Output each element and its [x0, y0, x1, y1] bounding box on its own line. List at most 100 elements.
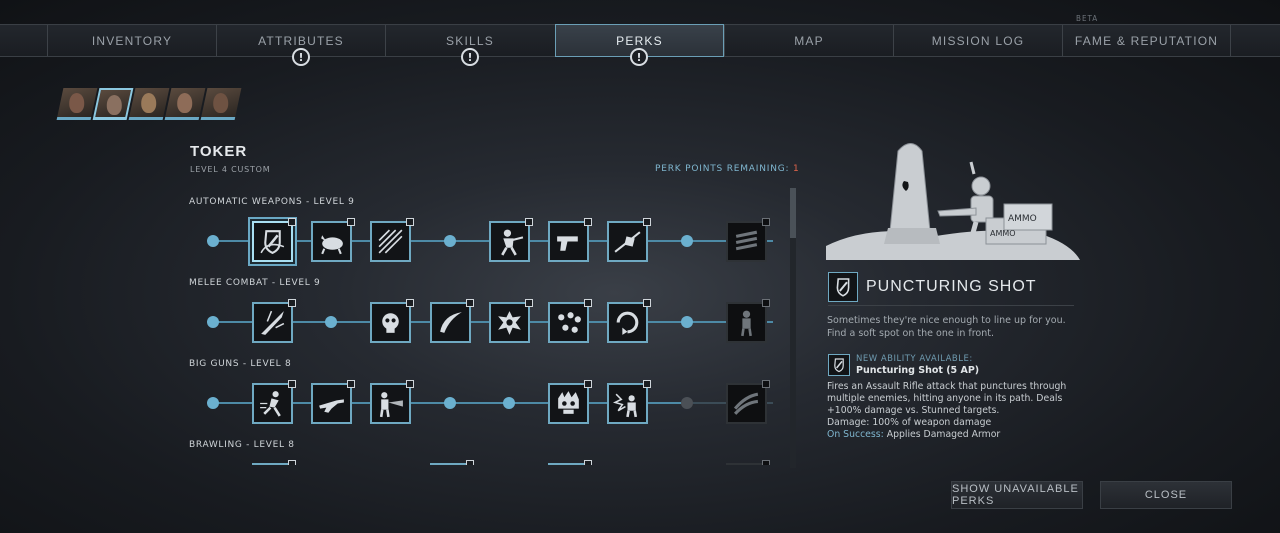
perk-locked-rockets[interactable] — [726, 380, 770, 424]
flamethrower-soldier-icon — [379, 392, 403, 418]
locked-bullets-icon — [735, 230, 758, 251]
skills-alert-icon: ! — [461, 48, 479, 66]
squad-portraits — [56, 88, 242, 120]
show-unavailable-perks-button[interactable]: SHOW UNAVAILABLE PERKS — [951, 481, 1083, 509]
tab-map[interactable]: MAP — [724, 25, 893, 56]
tab-fame-reputation[interactable]: FAME & REPUTATION — [1062, 25, 1231, 56]
explosion-gunner-icon — [612, 393, 638, 418]
perk-skull-burst[interactable] — [370, 299, 414, 343]
bullet-spray-icon — [378, 229, 403, 254]
perk-node-dot — [207, 397, 219, 409]
character-level: LEVEL 4 CUSTOM — [190, 165, 271, 174]
perk-charging-bull[interactable] — [311, 218, 355, 262]
perk-points-label: PERK POINTS REMAINING: — [655, 164, 790, 174]
perk-node-dot — [325, 316, 337, 328]
perk-gunner-soldier[interactable] — [489, 218, 533, 262]
burning-skull-icon — [558, 391, 579, 414]
beta-label: BETA — [1076, 14, 1099, 23]
perk-locked-soldier[interactable] — [726, 299, 770, 343]
close-button[interactable]: CLOSE — [1100, 481, 1232, 509]
tab-skills[interactable]: SKILLS — [385, 25, 554, 56]
perk-node-dot — [681, 316, 693, 328]
perk-illustration: AMMO AMMO — [826, 143, 1080, 260]
squad-portrait-3[interactable] — [128, 88, 170, 120]
shield-burst-icon — [834, 358, 844, 373]
perk-brawling-3[interactable] — [548, 460, 592, 465]
perk-bullet-spray[interactable] — [370, 218, 414, 262]
skill-row-title: MELEE COMBAT - LEVEL 9 — [189, 278, 321, 288]
squad-portrait-4[interactable] — [164, 88, 206, 120]
ability-damage: Damage: 100% of weapon damage — [827, 417, 992, 428]
skill-row-title: BRAWLING - LEVEL 8 — [189, 440, 295, 450]
perk-running-soldier[interactable] — [252, 380, 296, 424]
shield-burst-icon — [260, 230, 285, 254]
squad-portrait-2[interactable] — [92, 88, 134, 120]
perk-blade-strike[interactable] — [252, 299, 296, 343]
perk-detail-title: PUNCTURING SHOT — [866, 277, 1037, 295]
running-soldier-icon — [260, 391, 281, 417]
perk-tree-scrollbar[interactable] — [790, 188, 796, 468]
perk-explosion-gunner[interactable] — [607, 380, 651, 424]
perk-locked-bullets[interactable] — [726, 218, 770, 262]
charging-bull-icon — [321, 235, 343, 255]
perk-crowd-targets[interactable] — [548, 299, 592, 343]
perk-node-dot — [681, 235, 693, 247]
ability-description-block: Fires an Assault Rifle attack that punct… — [827, 381, 1072, 441]
tab-inventory[interactable]: INVENTORY — [47, 25, 216, 56]
perk-curved-blade[interactable] — [430, 299, 474, 343]
ability-description: Fires an Assault Rifle attack that punct… — [827, 381, 1067, 416]
ability-name: Puncturing Shot (5 AP) — [856, 365, 980, 376]
blade-strike-icon — [261, 310, 285, 335]
attributes-alert-icon: ! — [292, 48, 310, 66]
scrollbar-thumb[interactable] — [790, 188, 796, 238]
perks-alert-icon: ! — [630, 48, 648, 66]
skull-burst-icon — [382, 313, 399, 333]
new-ability-label: NEW ABILITY AVAILABLE: — [856, 354, 973, 364]
on-success-value: Applies Damaged Armor — [886, 429, 1001, 440]
blood-splat-icon — [498, 311, 521, 335]
perk-node-dot-locked — [681, 397, 693, 409]
tab-attributes[interactable]: ATTRIBUTES — [216, 25, 385, 56]
ability-on-success: On Success: Applies Damaged Armor — [827, 429, 1072, 441]
squad-portrait-1[interactable] — [56, 88, 98, 120]
new-ability-row: NEW ABILITY AVAILABLE: Puncturing Shot (… — [828, 354, 979, 376]
perk-node-dot — [444, 235, 456, 247]
top-nav-bar: INVENTORY ATTRIBUTES SKILLS PERKS MAP MI… — [0, 24, 1280, 57]
perk-puncturing-shot[interactable] — [252, 218, 296, 262]
pistol-hand-icon — [557, 236, 578, 251]
perk-brawling-locked[interactable] — [726, 460, 770, 465]
skill-row-title: AUTOMATIC WEAPONS - LEVEL 9 — [189, 197, 355, 207]
character-name: TOKER — [190, 143, 248, 160]
perk-flamethrower-soldier[interactable] — [370, 380, 414, 424]
ammo-crate-label: AMMO — [990, 229, 1016, 238]
perk-heavy-rifle[interactable] — [311, 380, 355, 424]
perk-pistol-hand[interactable] — [548, 218, 592, 262]
perk-node-dot — [503, 397, 515, 409]
perk-brawling-1[interactable] — [252, 460, 296, 465]
heavy-rifle-icon — [319, 399, 344, 413]
perk-node-dot — [444, 397, 456, 409]
ammo-crate-label: AMMO — [1008, 214, 1037, 224]
perk-flavor-text: Sometimes they're nice enough to line up… — [827, 315, 1066, 339]
on-success-label: On Success: — [827, 429, 884, 440]
perk-points-remaining: PERK POINTS REMAINING: 1 — [655, 164, 800, 174]
locked-soldier-icon — [741, 310, 752, 337]
perk-brawling-2[interactable] — [430, 460, 474, 465]
ability-icon — [828, 354, 850, 376]
skill-row-title: BIG GUNS - LEVEL 8 — [189, 359, 292, 369]
crowd-targets-icon — [558, 312, 581, 333]
perk-burning-skull[interactable] — [548, 380, 592, 424]
tab-mission-log[interactable]: MISSION LOG — [893, 25, 1062, 56]
shield-burst-icon — [836, 277, 850, 297]
spinning-strike-icon — [616, 311, 639, 335]
squad-portrait-5[interactable] — [200, 88, 242, 120]
piercing-shot-icon — [614, 231, 641, 253]
perk-blood-splat[interactable] — [489, 299, 533, 343]
perk-tree: AUTOMATIC WEAPONS - LEVEL 9 MELEE COMBAT… — [180, 185, 780, 465]
perk-piercing-shot[interactable] — [607, 218, 651, 262]
perk-spinning-strike[interactable] — [607, 299, 651, 343]
perk-detail-icon — [828, 271, 858, 302]
gunner-soldier-icon — [501, 229, 524, 256]
perk-detail-header: PUNCTURING SHOT — [828, 268, 1074, 306]
perk-node-dot — [207, 235, 219, 247]
